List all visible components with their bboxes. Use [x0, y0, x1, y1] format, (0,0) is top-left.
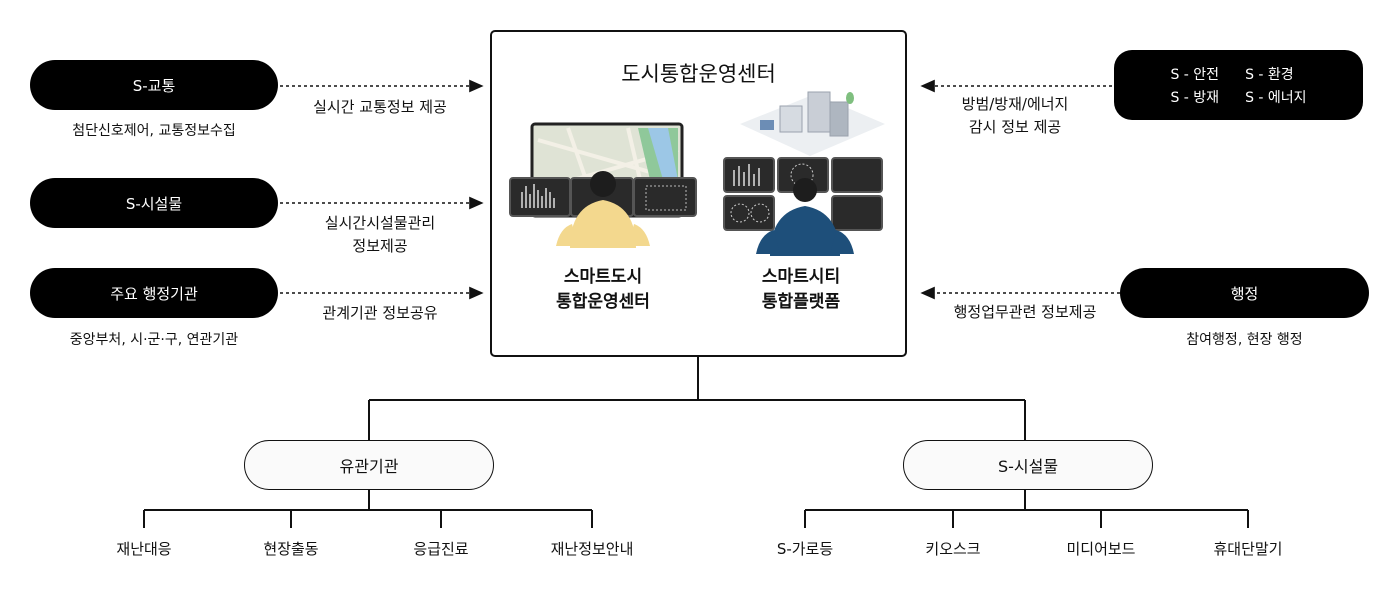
- agency-caption: 중앙부처, 시·군·구, 연관기관: [69, 332, 239, 348]
- traffic-arrow-label: 실시간 교통정보 제공: [285, 96, 475, 119]
- safety-badge: S - 안전 S - 환경 S - 방재 S - 에너지: [1114, 50, 1363, 120]
- related-agencies-pill: 유관기관: [244, 440, 494, 490]
- leaf-emergency-care: 응급진료: [413, 540, 469, 558]
- admin-arrow-label-line1: 행정업무관련 정보제공: [953, 303, 1097, 321]
- leaf-disaster-response: 재난대응: [116, 540, 172, 558]
- operations-center-label-line1: 스마트도시: [563, 267, 643, 287]
- s-facility-title: S-시설물: [997, 457, 1059, 476]
- operations-center-label-line2: 통합운영센터: [556, 291, 650, 312]
- facility-pill-label: S-시설물: [125, 194, 183, 213]
- agency-pill: 주요 행정기관: [30, 268, 278, 318]
- operations-center-illustration: [509, 122, 697, 248]
- facility-pill: S-시설물: [30, 178, 278, 228]
- related-agencies-title: 유관기관: [339, 457, 399, 476]
- admin-pill-label: 행정: [1230, 284, 1259, 303]
- traffic-caption: 첨단신호제어, 교통정보수집: [72, 123, 236, 139]
- badge-safety: S - 안전: [1170, 66, 1220, 83]
- badge-energy: S - 에너지: [1245, 89, 1307, 106]
- badge-disaster: S - 방재: [1170, 89, 1220, 106]
- traffic-arrow-label-line1: 실시간 교통정보 제공: [313, 98, 447, 116]
- safety-badge-grid: S - 안전 S - 환경 S - 방재 S - 에너지: [1170, 64, 1306, 107]
- admin-caption: 참여행정, 현장 행정: [1186, 332, 1303, 348]
- leaf-kiosk: 키오스크: [925, 540, 981, 558]
- agency-arrow-label: 관계기관 정보공유: [285, 302, 475, 325]
- s-facility-pill: S-시설물: [903, 440, 1153, 490]
- leaf-media-board: 미디어보드: [1066, 540, 1136, 558]
- traffic-pill-label: S-교통: [132, 76, 176, 95]
- center-box: 도시통합운영센터 스마트도시 통합운영센터: [490, 30, 907, 357]
- safety-arrow-label-line2: 감시 정보 제공: [968, 118, 1062, 137]
- admin-arrow-label: 행정업무관련 정보제공: [930, 301, 1120, 324]
- admin-pill: 행정: [1120, 268, 1369, 318]
- badge-environment: S - 환경: [1245, 66, 1294, 83]
- integrated-platform-label: 스마트시티 통합플랫폼: [716, 265, 886, 314]
- center-title: 도시통합운영센터: [621, 62, 776, 86]
- facility-arrow-label-line1: 실시간시설물관리: [324, 214, 436, 232]
- integrated-platform-illustration: [723, 91, 885, 256]
- operations-center-label: 스마트도시 통합운영센터: [518, 265, 688, 314]
- safety-arrow-label: 방범/방재/에너지 감시 정보 제공: [930, 93, 1100, 140]
- facility-arrow-label: 실시간시설물관리 정보제공: [285, 212, 475, 259]
- agency-arrow-label-line1: 관계기관 정보공유: [322, 304, 438, 322]
- traffic-pill: S-교통: [30, 60, 278, 110]
- integrated-platform-label-line2: 통합플랫폼: [761, 291, 841, 312]
- safety-arrow-label-line1: 방범/방재/에너지: [961, 95, 1069, 113]
- agency-pill-label: 주요 행정기관: [110, 284, 198, 303]
- leaf-mobile-terminal: 휴대단말기: [1213, 540, 1283, 558]
- leaf-streetlight: S-가로등: [776, 540, 834, 558]
- tree-lines: [143, 357, 1249, 528]
- integrated-platform-label-line1: 스마트시티: [761, 267, 841, 287]
- facility-arrow-label-line2: 정보제공: [352, 237, 408, 256]
- leaf-field-dispatch: 현장출동: [263, 540, 319, 558]
- leaf-disaster-info: 재난정보안내: [550, 540, 634, 558]
